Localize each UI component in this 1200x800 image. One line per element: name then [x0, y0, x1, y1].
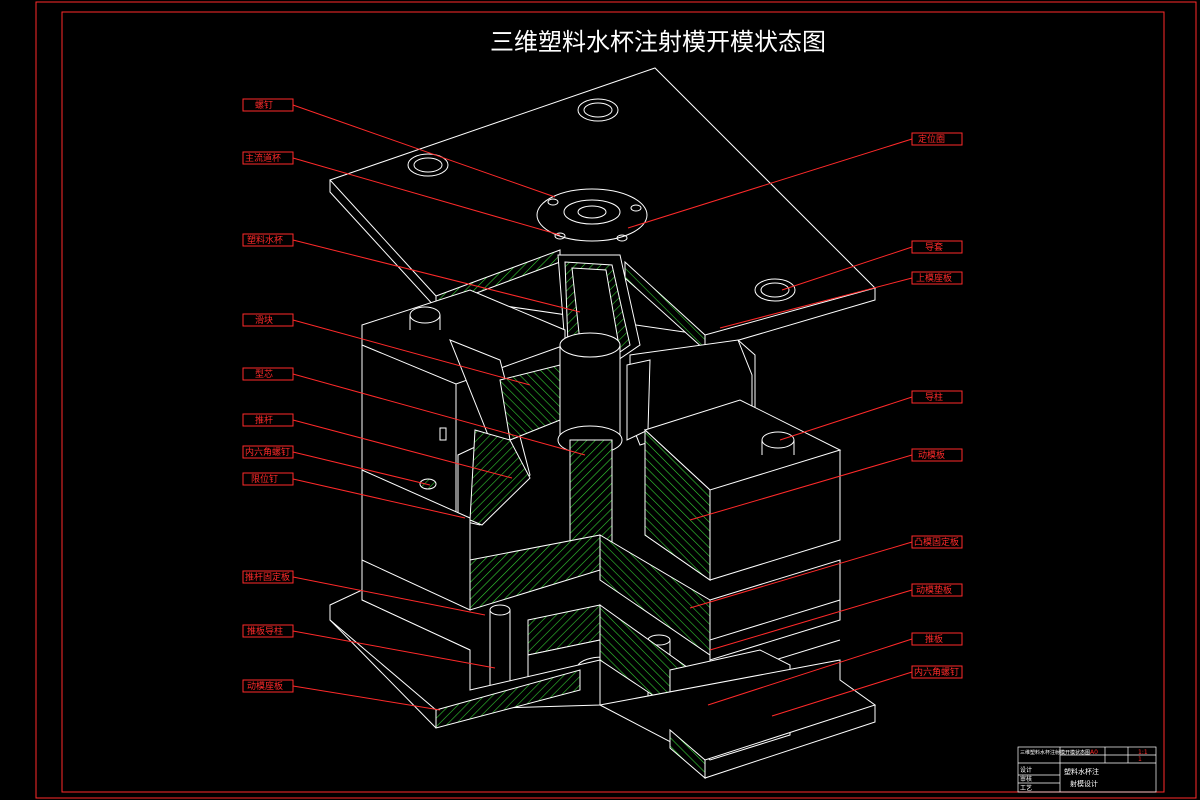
callout-plastic-cup: 塑料水杯 — [242, 233, 581, 313]
svg-text:导套: 导套 — [925, 241, 943, 253]
title-block — [1017, 746, 1157, 793]
callout-push-plate: 推板 — [707, 632, 963, 706]
callouts-left: 螺钉 主流道杯 塑料水杯 滑块 型芯 推杆 — [242, 98, 586, 711]
callout-moving-clamp-plate: 动模座板 — [242, 679, 441, 711]
svg-text:上模座板: 上模座板 — [916, 272, 952, 284]
callout-guide-bush: 导套 — [781, 240, 963, 291]
mold-assembly — [329, 67, 877, 780]
svg-text:型芯: 型芯 — [255, 368, 273, 380]
cavity-block-left — [361, 289, 566, 526]
svg-text:内六角螺钉: 内六角螺钉 — [245, 446, 290, 458]
title-block-text: 三维塑料水杯注射模开模状态图 A0 1:1 1 设计 审核 工艺 塑料水杯注 射… — [1020, 749, 1148, 792]
callout-hex-screw-right: 内六角螺钉 — [771, 665, 963, 717]
callout-sprue-bush: 主流道杯 — [242, 151, 561, 236]
svg-text:凸模固定板: 凸模固定板 — [914, 536, 959, 548]
outer-frame — [35, 1, 1197, 799]
svg-text:推板导柱: 推板导柱 — [247, 625, 283, 637]
svg-text:动模板: 动模板 — [918, 449, 945, 461]
callout-moving-backing-plate: 动模垫板 — [709, 583, 963, 651]
svg-text:滑块: 滑块 — [255, 314, 273, 326]
moving-plate — [644, 399, 842, 581]
locating-ring — [536, 188, 648, 242]
core — [557, 332, 623, 556]
callout-stop-pin: 限位钉 — [242, 472, 466, 519]
callout-core: 型芯 — [242, 367, 586, 456]
svg-text:内六角螺钉: 内六角螺钉 — [914, 666, 959, 678]
callout-guide-pillar: 导柱 — [779, 390, 963, 441]
svg-text:动模垫板: 动模垫板 — [916, 584, 952, 596]
callouts-right: 定位圈 导套 上模座板 导柱 动模板 凸模固定板 — [627, 132, 963, 717]
callout-hex-screw-left: 内六角螺钉 — [242, 445, 431, 486]
svg-text:推杆固定板: 推杆固定板 — [245, 571, 290, 583]
svg-text:螺钉: 螺钉 — [255, 100, 273, 111]
svg-text:1:1: 1:1 — [1138, 749, 1148, 756]
svg-text:A0: A0 — [1090, 749, 1098, 756]
svg-text:塑料水杯注: 塑料水杯注 — [1064, 767, 1099, 776]
callout-slider: 滑块 — [242, 313, 531, 386]
callout-locating-ring: 定位圈 — [627, 132, 963, 229]
svg-text:1: 1 — [1138, 756, 1142, 763]
svg-text:三维塑料水杯注射模开模状态图: 三维塑料水杯注射模开模状态图 — [1020, 749, 1090, 756]
callout-ejector-retainer: 推杆固定板 — [242, 570, 486, 616]
svg-text:审核: 审核 — [1020, 775, 1032, 783]
svg-text:设计: 设计 — [1020, 766, 1032, 774]
inner-frame — [61, 11, 1165, 793]
svg-text:动模座板: 动模座板 — [247, 680, 283, 692]
svg-text:塑料水杯: 塑料水杯 — [247, 234, 283, 246]
svg-text:工艺: 工艺 — [1020, 784, 1032, 792]
callout-ejector-pin: 推杆 — [242, 413, 513, 479]
svg-text:推板: 推板 — [925, 633, 943, 645]
svg-text:推杆: 推杆 — [255, 414, 273, 426]
callout-punch-retainer: 凸模固定板 — [689, 535, 963, 609]
svg-text:射模设计: 射模设计 — [1070, 779, 1098, 788]
bottom-clamping-plate — [329, 589, 877, 780]
guide-bush-hole — [577, 98, 619, 122]
svg-text:定位圈: 定位圈 — [918, 133, 945, 145]
svg-text:限位钉: 限位钉 — [251, 473, 278, 485]
drawing-title: 三维塑料水杯注射模开模状态图 — [490, 28, 826, 56]
callout-screw: 螺钉 — [242, 98, 556, 198]
callout-ejector-guide: 推板导柱 — [242, 624, 496, 669]
callout-top-clamp-plate: 上模座板 — [719, 271, 963, 329]
svg-text:主流道杯: 主流道杯 — [245, 152, 281, 164]
callout-moving-plate: 动模板 — [689, 448, 963, 521]
svg-text:导柱: 导柱 — [925, 391, 943, 403]
